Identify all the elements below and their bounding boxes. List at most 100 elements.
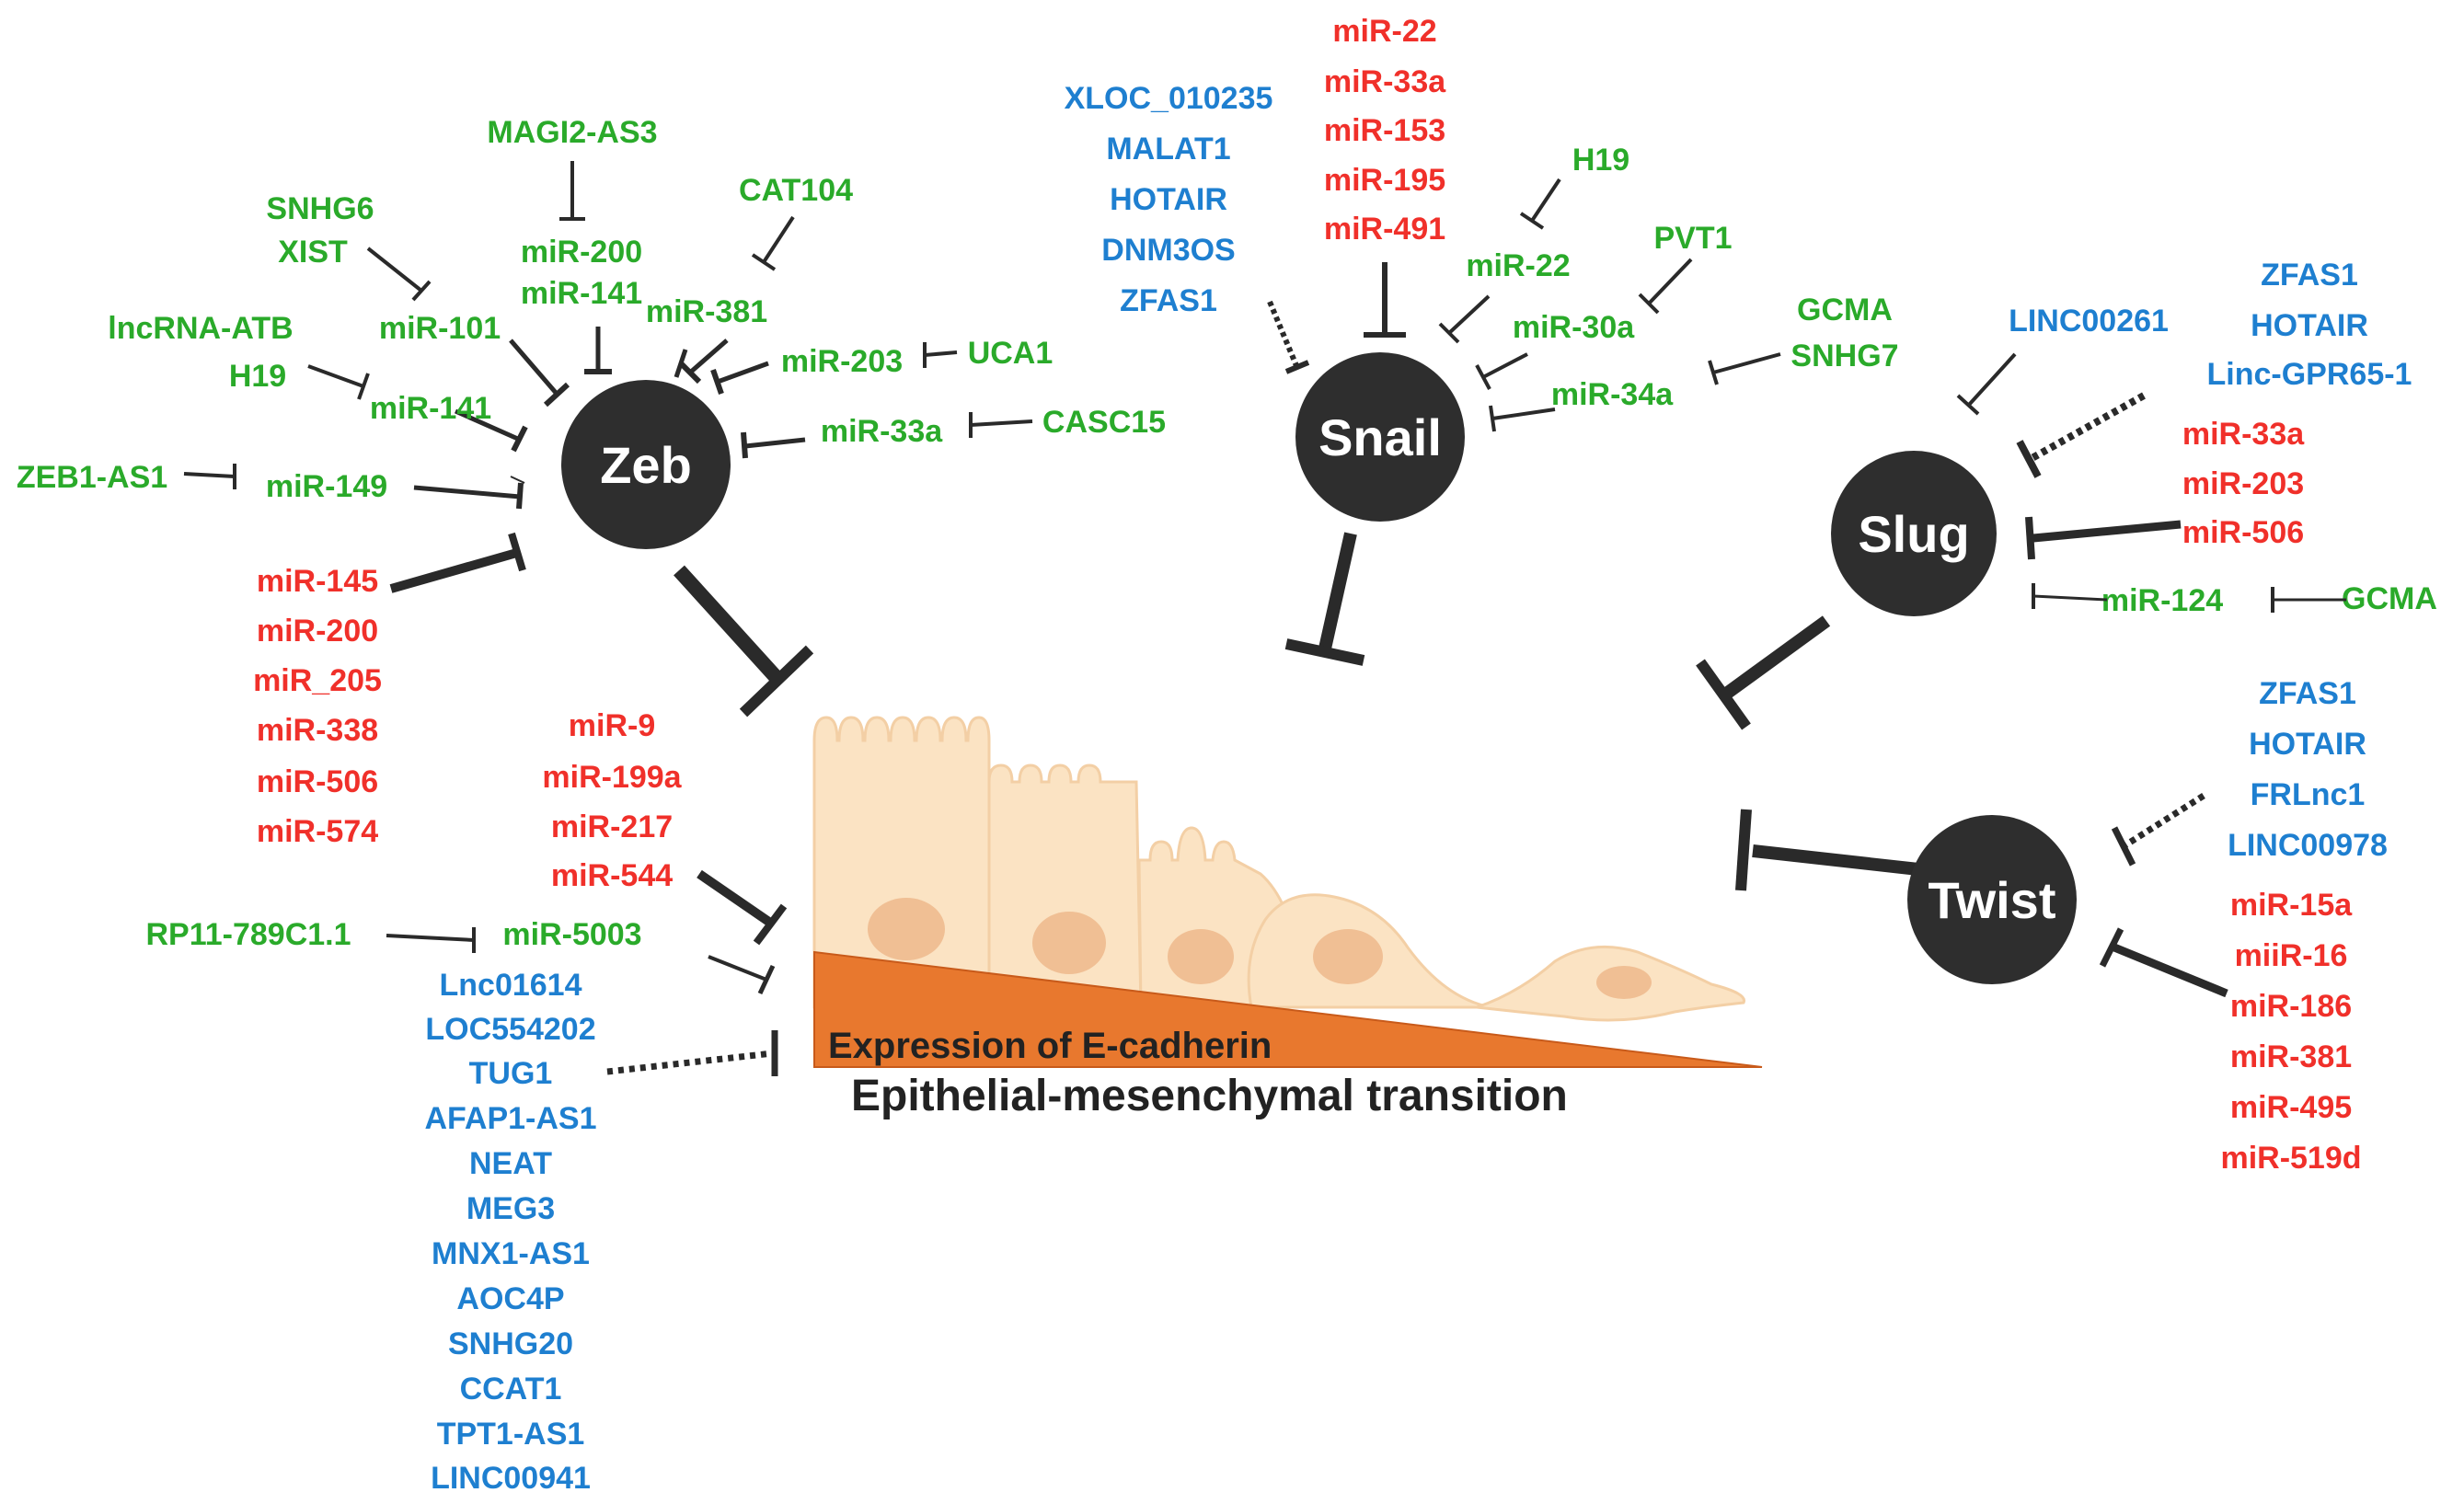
ecadherin-inhibitors <box>606 869 788 1076</box>
ecad-lncrna: NEAT <box>469 1146 552 1181</box>
label-rp11-789c1-1: RP11-789C1.1 <box>145 917 351 952</box>
zeb-mirna: miR-200 <box>257 614 378 649</box>
ecad-mirna: miR-544 <box>551 858 673 893</box>
slug-lncrna-list: ZFAS1 HOTAIR Linc-GPR65-1 <box>2207 258 2412 392</box>
twist-lncrna: LINC00978 <box>2228 828 2388 863</box>
zeb-emt-inhibitor-bar <box>739 645 814 718</box>
label-mir141-zeb-bottom: miR-141 <box>370 391 491 426</box>
ecadherin-gradient-wedge <box>813 950 1763 1068</box>
slug-lncrna: ZFAS1 <box>2261 258 2358 293</box>
ecad-lncrna: TPT1-AS1 <box>437 1417 585 1452</box>
snail-mirna: miR-33a <box>1324 64 1446 99</box>
zeb-label: Zeb <box>600 436 692 494</box>
mesenchymal-cell <box>1476 945 1746 1022</box>
emt-label: Epithelial-mesenchymal transition <box>851 1072 1568 1120</box>
ecad-mirna: miR-9 <box>569 708 655 743</box>
twist-lncrna: ZFAS1 <box>2259 676 2356 711</box>
label-uca1: UCA1 <box>968 336 1054 371</box>
snail-mirna: miR-22 <box>1332 14 1436 49</box>
snail-lncrna: MALAT1 <box>1106 132 1230 166</box>
ecad-lncrna: MNX1-AS1 <box>432 1236 590 1271</box>
twist-node: Twist <box>1907 815 2077 984</box>
label-xist: XIST <box>278 235 348 270</box>
snail-mirna: miR-195 <box>1324 163 1445 198</box>
epithelial-cell-4 <box>1247 893 1491 1009</box>
twist-mirna: miR-381 <box>2230 1039 2352 1074</box>
snail-lncrna: ZFAS1 <box>1120 283 1217 318</box>
slug-mirna: miR-33a <box>2182 417 2305 452</box>
snail-mirna: miR-153 <box>1324 113 1445 148</box>
label-h19-zeb: H19 <box>229 359 286 394</box>
snail-emt-inhibitor-shaft <box>1318 532 1357 650</box>
zeb-node: Zeb <box>561 380 731 549</box>
twist-mirna: miR-15a <box>2230 888 2353 923</box>
ecad-lncrna: MEG3 <box>466 1191 555 1226</box>
ecadherin-lncrna-list: Lnc01614 LOC554202 TUG1 AFAP1-AS1 NEAT M… <box>424 968 596 1496</box>
label-lncrna-atb: lncRNA-ATB <box>108 311 293 346</box>
twist-inhibitors <box>2099 793 2228 998</box>
ecad-lncrna: LINC00941 <box>431 1461 591 1496</box>
ecad-lncrna: LOC554202 <box>425 1012 595 1047</box>
label-mir141-zeb-top: miR-141 <box>521 276 642 311</box>
zeb-mirna: miR-506 <box>257 764 378 799</box>
ecad-lncrna: Lnc01614 <box>440 968 582 1003</box>
ecad-lncrna: TUG1 <box>469 1056 553 1091</box>
ecad-lncrna: CCAT1 <box>460 1372 562 1406</box>
ecad-lncrna: SNHG20 <box>448 1326 573 1361</box>
twist-emt-inhibitor-bar <box>1735 809 1752 891</box>
snail-inhibitors <box>1267 178 1781 432</box>
slug-label: Slug <box>1858 505 1969 563</box>
label-mir30a: miR-30a <box>1513 310 1635 345</box>
label-zeb1-as1: ZEB1-AS1 <box>17 460 167 495</box>
ecad-lncrna: AFAP1-AS1 <box>424 1101 596 1136</box>
slug-mirna: miR-203 <box>2182 466 2304 501</box>
twist-mirna-list: miR-15a miiR-16 miR-186 miR-381 miR-495 … <box>2220 888 2361 1176</box>
label-mir149: miR-149 <box>266 469 387 504</box>
slug-node: Slug <box>1831 451 1997 616</box>
ecadherin-mirna-list: miR-9 miR-199a miR-217 miR-544 <box>542 708 682 893</box>
slug-emt-inhibitor-bar <box>1696 659 1751 730</box>
label-cat104: CAT104 <box>739 173 853 208</box>
slug-mirna: miR-506 <box>2182 515 2304 550</box>
zeb-mirna: miR-145 <box>257 564 378 599</box>
twist-mirna: miiR-16 <box>2235 938 2348 973</box>
twist-label: Twist <box>1929 871 2056 929</box>
zeb-regulators: MAGI2-AS3 CAT104 SNHG6 XIST miR-200 miR-… <box>17 115 1166 504</box>
label-mir203-zeb: miR-203 <box>781 344 903 379</box>
zeb-emt-inhibitor-shaft <box>674 565 783 684</box>
twist-mirna: miR-495 <box>2230 1090 2352 1125</box>
label-mir101: miR-101 <box>379 311 501 346</box>
label-mir22-snail: miR-22 <box>1466 248 1570 283</box>
snail-lncrna-list: XLOC_010235 MALAT1 HOTAIR DNM3OS ZFAS1 <box>1065 81 1273 318</box>
label-gcma-snail: GCMA <box>1797 293 1893 327</box>
twist-mirna: miR-186 <box>2230 989 2352 1024</box>
snail-mirna-list: miR-22 miR-33a miR-153 miR-195 miR-491 <box>1324 14 1446 247</box>
epithelial-cells-illustration <box>812 716 1746 1022</box>
zeb-mirna: miR_205 <box>253 663 382 698</box>
label-mir33a-zeb: miR-33a <box>821 414 943 449</box>
snail-label: Snail <box>1318 408 1442 466</box>
zeb-regulator-inhibitors <box>183 161 1033 953</box>
label-mir124: miR-124 <box>2101 583 2223 618</box>
label-mir34a: miR-34a <box>1551 377 1674 412</box>
slug-emt-inhibitor-shaft <box>1721 615 1831 700</box>
ecad-mirna: miR-217 <box>551 809 673 844</box>
label-pvt1: PVT1 <box>1653 221 1732 256</box>
slug-inhibitors <box>1956 352 2346 613</box>
label-h19-snail: H19 <box>1572 143 1629 178</box>
twist-lncrna-list: ZFAS1 HOTAIR FRLnc1 LINC00978 <box>2228 676 2388 863</box>
twist-lncrna: HOTAIR <box>2249 727 2366 762</box>
snail-mirna: miR-491 <box>1324 212 1445 247</box>
ecad-lncrna: AOC4P <box>456 1281 564 1316</box>
zeb-target-inhibitors <box>389 327 806 593</box>
tf-to-emt-inhibitors <box>674 532 1919 891</box>
snail-lncrna: HOTAIR <box>1110 182 1227 217</box>
epithelial-cell-2 <box>987 763 1143 1009</box>
slug-lncrna: Linc-GPR65-1 <box>2207 357 2412 392</box>
snail-lncrna: DNM3OS <box>1101 233 1235 268</box>
label-mir5003: miR-5003 <box>502 917 641 952</box>
label-gcma-slug: GCMA <box>2342 581 2437 616</box>
ecadherin-label: Expression of E-cadherin <box>828 1026 1272 1066</box>
